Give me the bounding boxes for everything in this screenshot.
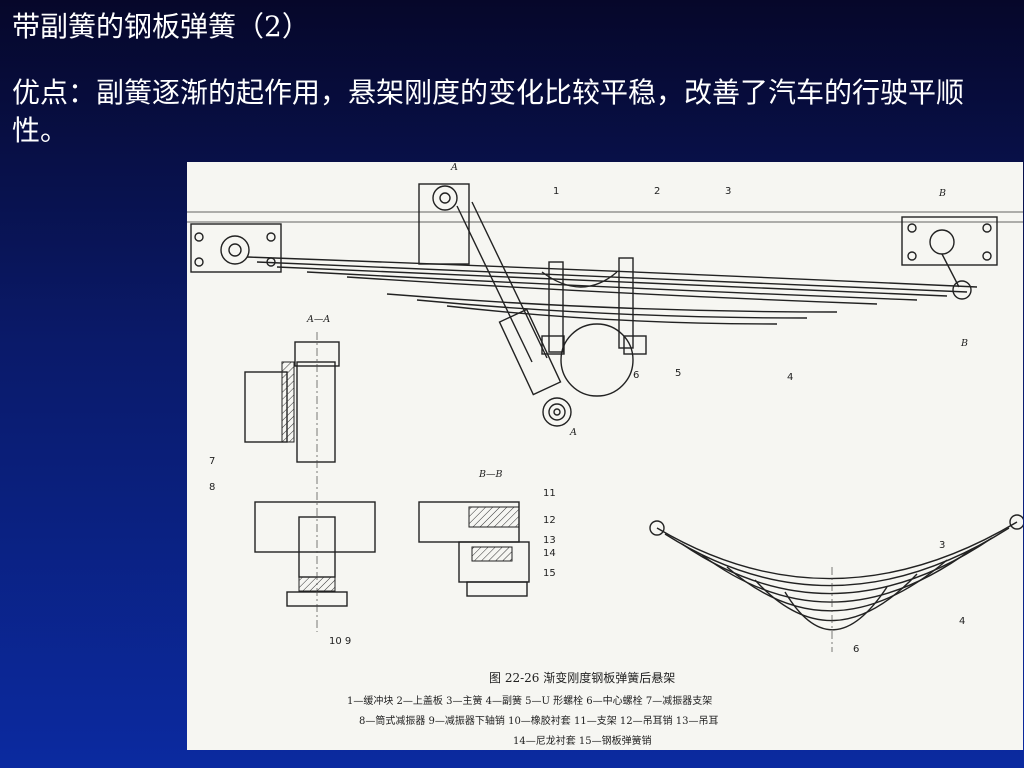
part-label-10-9: 10 9: [329, 636, 351, 647]
slide-title: 带副簧的钢板弹簧（2）: [12, 10, 310, 43]
part-label-6: 6: [633, 370, 639, 381]
part-label-11: 11: [543, 488, 556, 499]
part-label-2: 2: [654, 186, 660, 197]
section-mark-a-top: A: [450, 162, 458, 173]
part-label-14: 14: [543, 548, 556, 559]
part-label-4-curved: 4: [959, 616, 965, 627]
shock-absorber: [418, 183, 572, 427]
figure-caption-title: 图 22-26 渐变刚度钢板弹簧后悬架: [489, 670, 675, 685]
part-label-4: 4: [787, 372, 793, 383]
left-spring-bracket: [190, 223, 282, 273]
suspension-diagram-svg: A A B B A—A B—B 1 2 3 4 5 6 7 8 10 9 11 …: [187, 162, 1023, 747]
part-label-5: 5: [675, 368, 681, 379]
section-mark-b-bottom: B: [960, 338, 968, 349]
part-label-7: 7: [209, 456, 215, 467]
section-a-a-label: A—A: [306, 314, 330, 325]
part-label-12: 12: [543, 515, 556, 526]
section-mark-a-bottom: A: [569, 427, 577, 438]
section-b-b-view: [418, 501, 530, 597]
figure-legend-line-2: 8—筒式减振器 9—减振器下轴销 10—橡胶衬套 11—支架 12—吊耳销 13…: [359, 714, 719, 727]
part-label-8: 8: [209, 482, 215, 493]
curved-leaf-spring-view: [649, 514, 1023, 652]
figure-legend-line-1: 1—缓冲块 2—上盖板 3—主簧 4—副簧 5—U 形螺栓 6—中心螺栓 7—减…: [347, 694, 712, 707]
part-label-3: 3: [725, 186, 731, 197]
section-mark-b-top: B: [938, 188, 946, 199]
right-spring-bracket: [901, 216, 998, 300]
part-label-6-curved: 6: [853, 644, 859, 655]
part-label-1: 1: [553, 186, 559, 197]
section-a-a-view: [244, 332, 376, 632]
slide-body-text: 优点：副簧逐渐的起作用，悬架刚度的变化比较平稳，改善了汽车的行驶平顺性。: [12, 76, 965, 147]
figure-legend-line-3: 14—尼龙衬套 15—钢板弹簧销: [513, 734, 652, 747]
main-spring-leaves: [246, 256, 978, 305]
suspension-diagram-figure: A A B B A—A B—B 1 2 3 4 5 6 7 8 10 9 11 …: [187, 162, 1023, 750]
part-label-13: 13: [543, 535, 556, 546]
auxiliary-spring-leaves: [386, 293, 838, 325]
part-label-3-curved: 3: [939, 540, 945, 551]
axle-and-u-bolts: [541, 257, 647, 397]
section-b-b-label: B—B: [478, 469, 502, 480]
part-label-15: 15: [543, 568, 556, 579]
